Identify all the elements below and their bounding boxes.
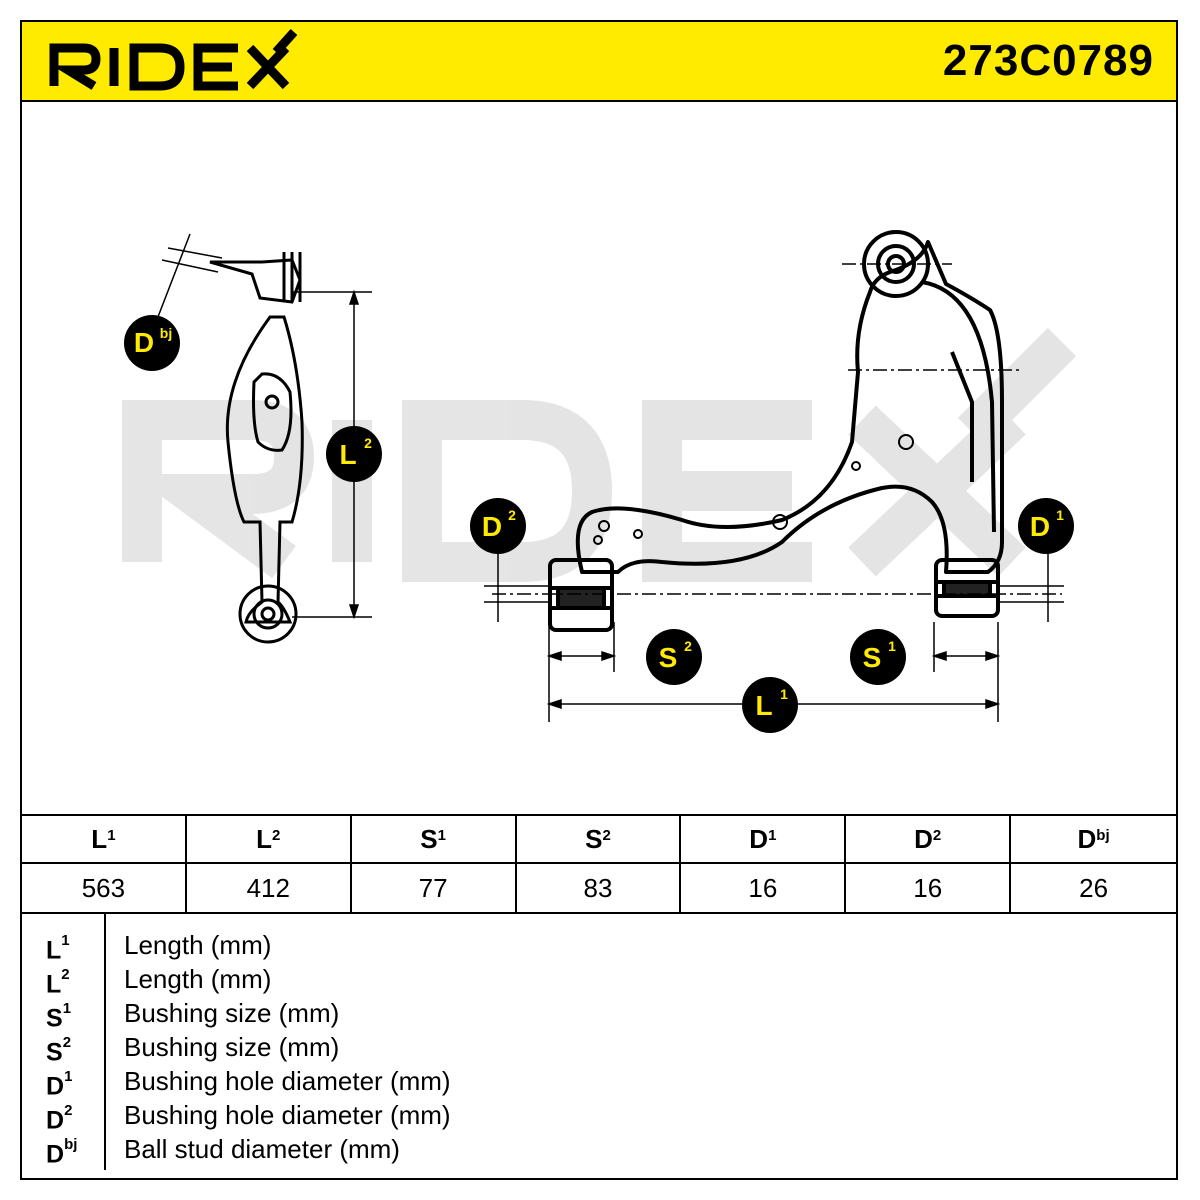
callout-dbj: D bj <box>124 315 180 371</box>
header-bar: 273C0789 <box>22 22 1176 102</box>
svg-text:1: 1 <box>888 638 896 654</box>
svg-text:L: L <box>755 690 772 721</box>
legend-key: S2 <box>46 1034 72 1067</box>
svg-text:D: D <box>134 327 154 358</box>
legend-desc: Ball stud diameter (mm) <box>124 1134 400 1164</box>
control-arm-drawing <box>122 230 1077 722</box>
callout-l1: L 1 <box>742 677 798 733</box>
legend-row: S1 Bushing size (mm) <box>22 996 1176 1032</box>
svg-text:D: D <box>1030 511 1050 542</box>
callout-s1: S 1 <box>850 629 906 685</box>
value-cell-d1: 16 <box>681 864 847 912</box>
value-cell-s2: 83 <box>517 864 682 912</box>
ridex-logo-mark <box>49 28 298 91</box>
mount-holes <box>593 434 914 545</box>
bushing-right <box>934 558 1000 618</box>
value-cell-s1: 77 <box>352 864 517 912</box>
legend-desc: Bushing hole diameter (mm) <box>124 1100 451 1130</box>
value-cell-d2: 16 <box>846 864 1012 912</box>
bushing-left <box>548 558 614 632</box>
legend-desc: Bushing size (mm) <box>124 1032 340 1062</box>
dbj-dimension <box>155 233 223 323</box>
callout-s2: S 2 <box>646 629 702 685</box>
legend-row: L2 Length (mm) <box>22 962 1176 998</box>
svg-text:2: 2 <box>364 435 372 451</box>
legend-row: D2 Bushing hole diameter (mm) <box>22 1098 1176 1134</box>
technical-drawing: D bj L 2 D 2 D 1 S 2 <box>22 102 1176 814</box>
svg-text:S: S <box>659 642 678 673</box>
legend-row: D1 Bushing hole diameter (mm) <box>22 1064 1176 1100</box>
legend-desc: Length (mm) <box>124 930 272 960</box>
legend-desc: Bushing size (mm) <box>124 998 340 1028</box>
svg-text:2: 2 <box>684 638 692 654</box>
value-cell-l1: 563 <box>22 864 187 912</box>
svg-text:bj: bj <box>160 325 172 341</box>
legend-desc: Length (mm) <box>124 964 272 994</box>
svg-text:1: 1 <box>1056 507 1064 523</box>
value-cell-dbj: 26 <box>1079 872 1109 903</box>
legend-key: S1 <box>46 1000 72 1033</box>
legend-key: D2 <box>46 1102 73 1135</box>
legend: L1 Length (mm) L2 Length (mm) S1 Bushing… <box>22 914 1176 1180</box>
legend-row: Dbj Ball stud diameter (mm) <box>22 1132 1176 1168</box>
legend-key: Dbj <box>46 1136 78 1169</box>
brand-logo <box>48 26 298 103</box>
legend-divider <box>104 914 106 1170</box>
part-number: 273C0789 <box>942 36 1154 85</box>
svg-text:S: S <box>863 642 882 673</box>
svg-text:1: 1 <box>780 686 788 702</box>
centerlines <box>492 263 1062 595</box>
legend-key: L1 <box>46 932 70 965</box>
callout-l2: L 2 <box>326 426 382 482</box>
svg-text:2: 2 <box>508 507 516 523</box>
value-cell-l2: 412 <box>187 864 352 912</box>
legend-row: L1 Length (mm) <box>22 928 1176 964</box>
legend-key: D1 <box>46 1068 73 1101</box>
legend-desc: Bushing hole diameter (mm) <box>124 1066 451 1096</box>
legend-row: S2 Bushing size (mm) <box>22 1030 1176 1066</box>
svg-text:D: D <box>482 511 502 542</box>
datasheet-frame: 273C0789 <box>20 20 1178 1180</box>
callout-layer: D bj L 2 D 2 D 1 S 2 <box>124 315 1074 733</box>
side-view-arm <box>209 252 304 644</box>
callout-d2: D 2 <box>470 498 526 554</box>
svg-text:L: L <box>339 439 356 470</box>
callout-d1: D 1 <box>1018 498 1074 554</box>
legend-key: L2 <box>46 966 70 999</box>
